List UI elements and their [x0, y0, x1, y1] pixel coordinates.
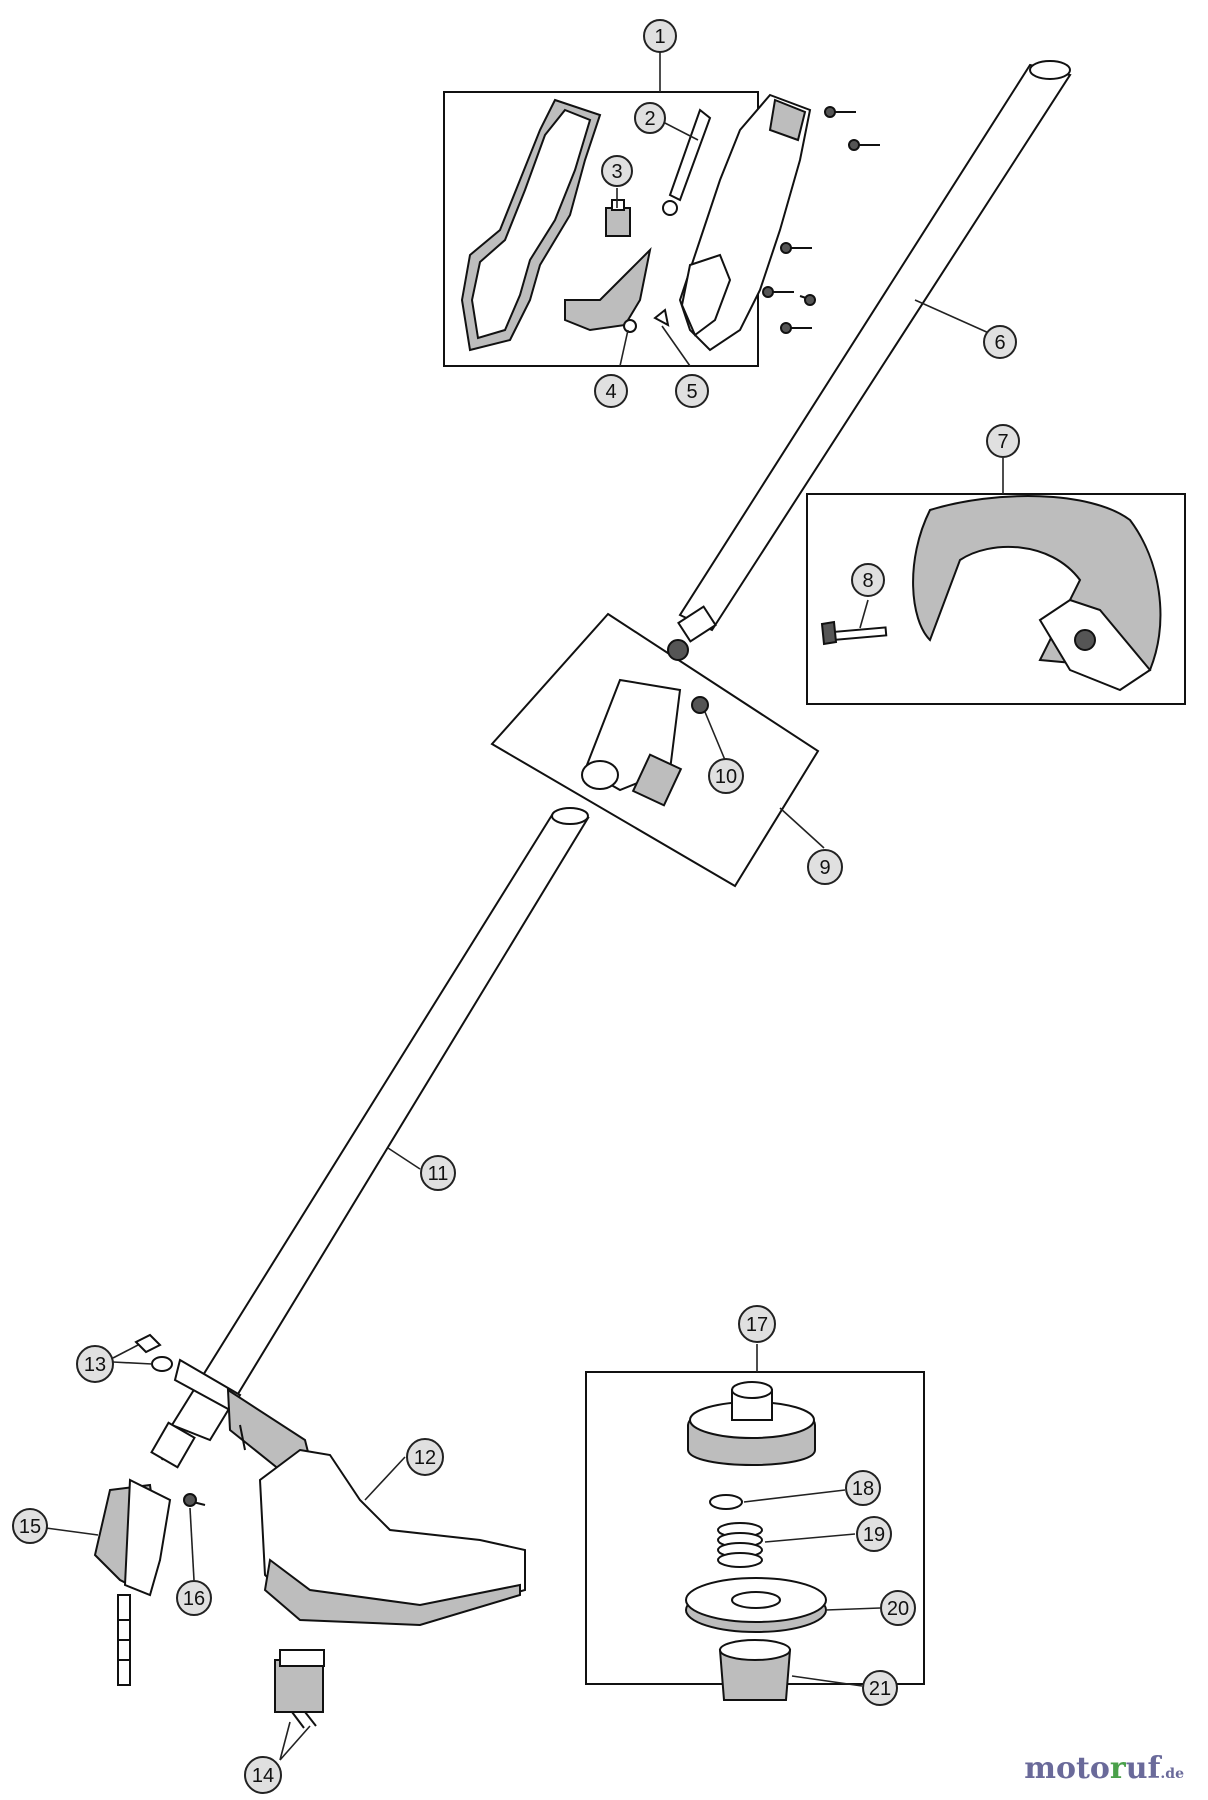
- gearbox-screw: [183, 1493, 206, 1507]
- callout-9: 9: [807, 849, 843, 885]
- callout-18: 18: [845, 1470, 881, 1506]
- svg-text:17: 17: [746, 1314, 768, 1336]
- svg-text:2: 2: [644, 108, 655, 130]
- callout-20: 20: [880, 1590, 916, 1626]
- callout-12: 12: [406, 1438, 444, 1476]
- callout-11: 11: [420, 1155, 456, 1191]
- gearbox: [93, 1478, 172, 1686]
- inner-reel: [685, 1577, 827, 1633]
- svg-text:3: 3: [611, 161, 622, 183]
- coupler-nut: [691, 696, 709, 714]
- callout-1: 1: [643, 19, 677, 53]
- callout-16: 16: [176, 1580, 212, 1616]
- callout-14: 14: [244, 1756, 282, 1794]
- svg-text:19: 19: [863, 1524, 885, 1546]
- grip-handle: [912, 495, 1162, 692]
- shield-bracket: [274, 1649, 325, 1729]
- svg-text:9: 9: [819, 857, 830, 879]
- grip-bolt: [820, 620, 888, 646]
- callout-19: 19: [856, 1516, 892, 1552]
- throttle-trigger: [564, 246, 652, 333]
- svg-text:4: 4: [605, 381, 616, 403]
- upper-shaft: [667, 60, 1072, 661]
- svg-text:5: 5: [686, 381, 697, 403]
- lower-shaft: [150, 807, 590, 1469]
- svg-text:10: 10: [715, 766, 737, 788]
- shaft-coupler: [581, 678, 683, 807]
- callout-15: 15: [12, 1508, 48, 1544]
- washer: [709, 1494, 743, 1510]
- debris-shield: [226, 1388, 526, 1627]
- callout-17: 17: [738, 1305, 776, 1343]
- svg-text:14: 14: [252, 1765, 274, 1787]
- svg-text:1: 1: [654, 26, 665, 48]
- trimmer-head-housing: [687, 1381, 816, 1466]
- svg-text:20: 20: [887, 1598, 909, 1620]
- svg-text:7: 7: [997, 431, 1008, 453]
- callout-2: 2: [634, 102, 666, 134]
- watermark-logo: motoruf.de: [1024, 1751, 1184, 1786]
- callout-6: 6: [983, 325, 1017, 359]
- callout-5: 5: [675, 374, 709, 408]
- coupler-box: [490, 612, 820, 888]
- svg-text:11: 11: [428, 1163, 449, 1185]
- callout-10: 10: [708, 758, 744, 794]
- svg-text:18: 18: [852, 1478, 874, 1500]
- throttle-cable: [662, 108, 712, 216]
- callout-8: 8: [851, 563, 885, 597]
- callout-7: 7: [986, 424, 1020, 458]
- svg-text:15: 15: [19, 1516, 41, 1538]
- svg-text:12: 12: [414, 1447, 436, 1469]
- svg-text:21: 21: [869, 1678, 891, 1700]
- svg-text:16: 16: [183, 1588, 205, 1610]
- callout-13: 13: [76, 1345, 114, 1383]
- spring: [717, 1522, 763, 1568]
- svg-text:6: 6: [994, 332, 1005, 354]
- bump-knob: [718, 1639, 792, 1701]
- switch: [605, 199, 631, 237]
- svg-text:8: 8: [862, 570, 873, 592]
- spring-clip: [653, 308, 670, 327]
- callout-3: 3: [601, 155, 633, 187]
- handle-housing-left: [460, 98, 602, 352]
- svg-text:13: 13: [84, 1354, 106, 1376]
- screw-set: [762, 106, 880, 334]
- callout-21: 21: [862, 1670, 898, 1706]
- callout-4: 4: [594, 374, 628, 408]
- handle-housing-right: [678, 93, 812, 352]
- grip-handle-box: [806, 493, 1186, 705]
- leader-lines: [45, 52, 1004, 1761]
